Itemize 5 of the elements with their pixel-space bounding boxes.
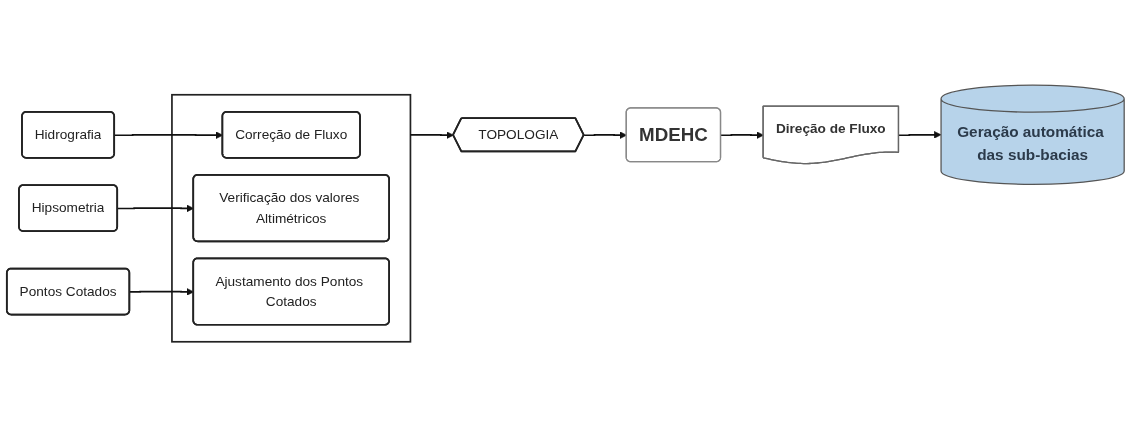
arrow [720, 131, 764, 139]
arrow [409, 131, 454, 139]
arrow [898, 131, 942, 139]
arrow [583, 131, 627, 139]
cluster [171, 93, 412, 343]
